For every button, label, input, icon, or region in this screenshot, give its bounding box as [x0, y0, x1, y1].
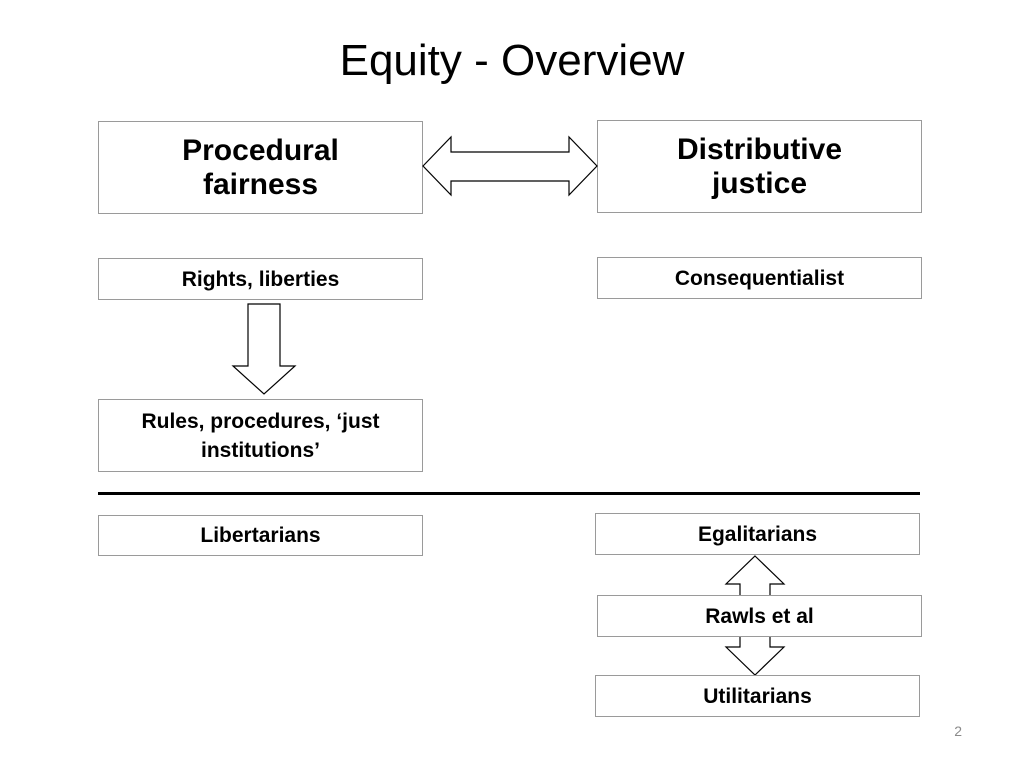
horizontal-double-arrow	[422, 135, 598, 197]
procedural-fairness-line-1: Procedural	[182, 133, 339, 167]
rules-procedures-box: Rules, procedures, ‘just institutions’	[98, 399, 423, 472]
rights-liberties-box: Rights, liberties	[98, 258, 423, 300]
egalitarians-label: Egalitarians	[697, 522, 818, 546]
rights-liberties-label: Rights, liberties	[181, 267, 340, 291]
utilitarians-box: Utilitarians	[595, 675, 920, 717]
libertarians-label: Libertarians	[200, 524, 321, 547]
distributive-justice-line-1: Distributive	[676, 132, 843, 166]
rawls-box: Rawls et al	[597, 595, 922, 637]
consequentialist-label: Consequentialist	[674, 266, 845, 290]
procedural-fairness-box: Procedural fairness	[98, 121, 423, 214]
utilitarians-label: Utilitarians	[703, 684, 812, 708]
egalitarians-box: Egalitarians	[595, 513, 920, 555]
rawls-label: Rawls et al	[705, 604, 814, 628]
rules-procedures-line-1: Rules, procedures, ‘just	[141, 409, 380, 433]
consequentialist-box: Consequentialist	[597, 257, 922, 299]
procedural-fairness-line-2: fairness	[202, 167, 319, 201]
distributive-justice-line-2: justice	[711, 166, 808, 200]
slide-title: Equity - Overview	[339, 36, 685, 85]
libertarians-box: Libertarians	[98, 515, 423, 556]
horizontal-divider	[98, 492, 920, 495]
down-arrow	[231, 303, 297, 395]
distributive-justice-box: Distributive justice	[597, 120, 922, 213]
rules-procedures-line-2: institutions’	[200, 438, 320, 462]
page-number: 2	[954, 723, 962, 739]
